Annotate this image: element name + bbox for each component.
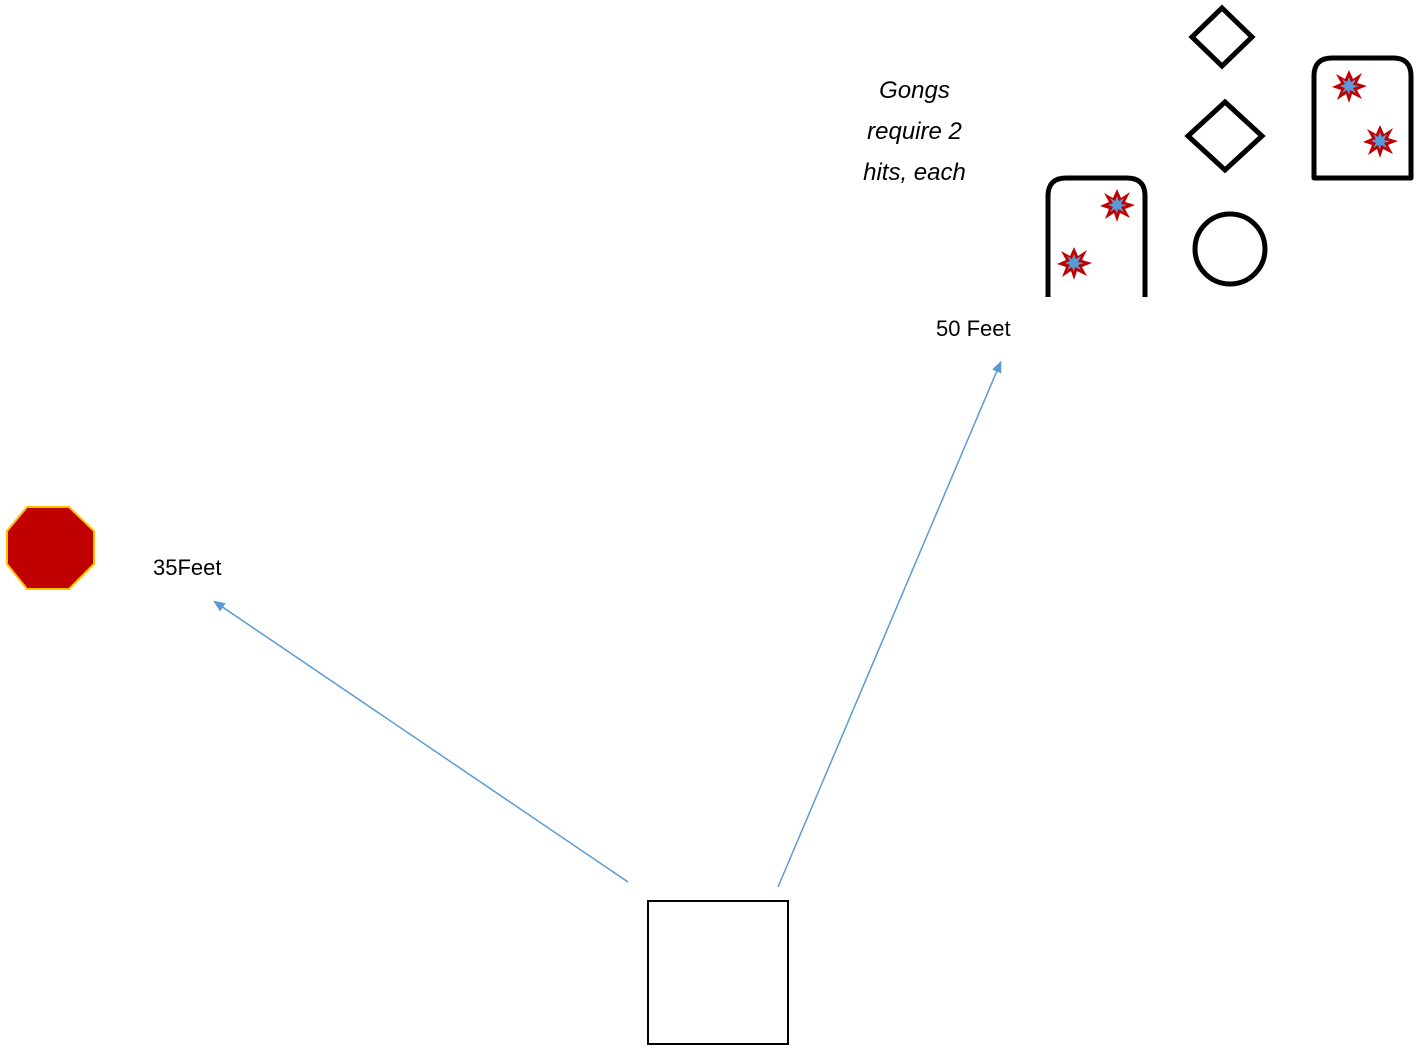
octagon-stop-icon	[6, 506, 95, 590]
distance-label-35: 35Feet	[153, 555, 222, 580]
gongs-note-line-2: require 2	[867, 118, 962, 145]
arrow-to-gongs	[777, 360, 1002, 888]
hit-burst-icon	[1332, 70, 1367, 103]
gong-icon	[1311, 55, 1414, 181]
gongs-note-line-1: Gongs	[879, 77, 950, 104]
hit-burst-icon	[1057, 247, 1092, 280]
hit-burst-icon	[1363, 125, 1398, 158]
circle-icon	[1192, 211, 1268, 287]
distance-label-50: 50 Feet	[936, 316, 1011, 341]
gongs-note: Gongs require 2 hits, each	[832, 70, 997, 193]
gong-icon	[1045, 175, 1148, 297]
diamond-icon	[1184, 98, 1266, 174]
gongs-note-line-3: hits, each	[863, 159, 966, 186]
diamond-icon	[1188, 4, 1256, 70]
shooting-box	[647, 900, 789, 1045]
arrow-to-stop-plate	[213, 600, 629, 883]
hit-burst-icon	[1100, 189, 1135, 222]
